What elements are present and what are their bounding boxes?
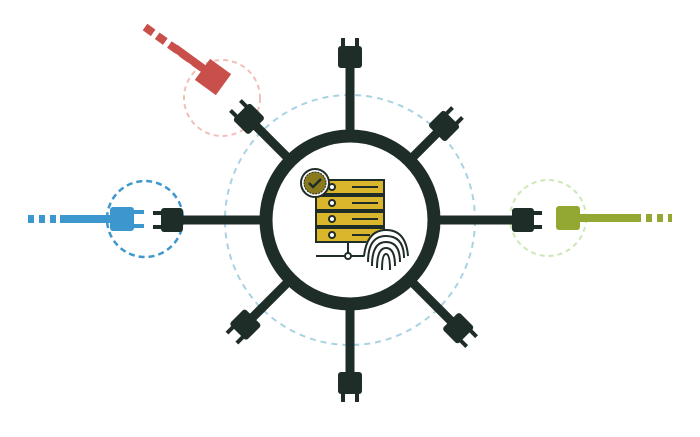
green-plug [556, 206, 672, 230]
server-icon [315, 179, 385, 260]
fingerprint-icon [363, 228, 409, 274]
red-ring [183, 59, 261, 137]
red-plug [142, 23, 232, 96]
checkmark-badge-icon [300, 168, 330, 198]
blue-plug [28, 207, 144, 231]
